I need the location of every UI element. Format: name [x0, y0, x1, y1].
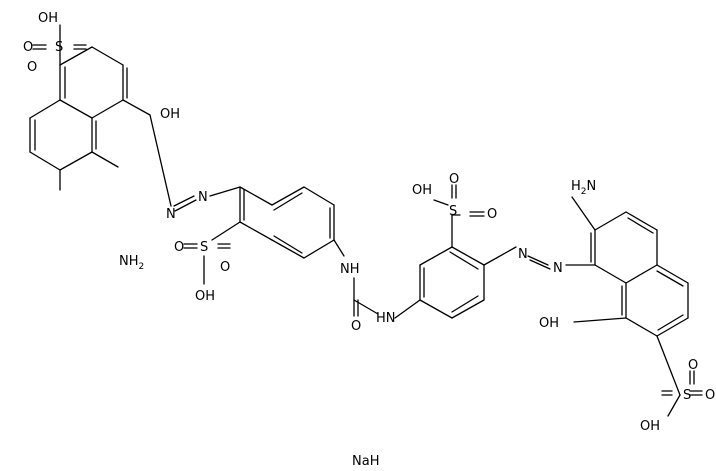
- amino-right-sub: 2: [581, 187, 587, 197]
- label-o-top-lower: O: [27, 60, 37, 75]
- label-o-right-ring-a: O: [449, 172, 459, 187]
- label-oh-right-hydroxy: OH: [539, 316, 559, 331]
- label-n-azo-1a: N: [166, 207, 176, 222]
- label-o-top-upper: O: [23, 40, 33, 55]
- label-s-left-ring: S: [200, 240, 208, 255]
- label-n-azo-1b: N: [198, 190, 208, 205]
- label-o-right-ring-b: O: [487, 207, 497, 222]
- label-s-bottom: S: [683, 388, 691, 403]
- label-nh-upper: NH: [340, 262, 360, 277]
- amino-left-main: NH: [119, 254, 139, 269]
- label-nh-lower: HN: [376, 311, 396, 326]
- label-s-right-ring: S: [449, 204, 457, 219]
- amino-left-sub: 2: [139, 262, 145, 272]
- label-amino-right: H2N: [571, 179, 596, 197]
- label-oh-top-sulfo: OH: [38, 11, 58, 26]
- label-oh-left-ring: OH: [195, 289, 215, 304]
- label-s-top: S: [55, 40, 63, 55]
- label-o-bottom-a: O: [688, 358, 698, 373]
- label-counter-ion: NaH: [352, 454, 379, 469]
- amino-right-n: N: [587, 179, 597, 194]
- amino-right-h: H: [571, 179, 581, 194]
- label-o-bottom-b: O: [705, 388, 715, 403]
- label-n-azo-2b: N: [553, 261, 563, 276]
- label-oh-bottom-sulfo: OH: [640, 419, 660, 434]
- label-o-left-ring-b: O: [220, 260, 230, 275]
- atom-labels: OH S O O OH N N NH2 S O O OH NH O HN OH …: [23, 11, 715, 469]
- label-n-azo-2a: N: [518, 247, 528, 262]
- label-oh-right-ring-sulfo: OH: [412, 183, 432, 198]
- bonds: [29, 24, 703, 417]
- label-amino-left: NH2: [119, 254, 144, 272]
- label-o-left-ring-a: O: [174, 240, 184, 255]
- label-oh-left-hydroxy: OH: [160, 107, 180, 122]
- label-o-urea: O: [351, 319, 361, 334]
